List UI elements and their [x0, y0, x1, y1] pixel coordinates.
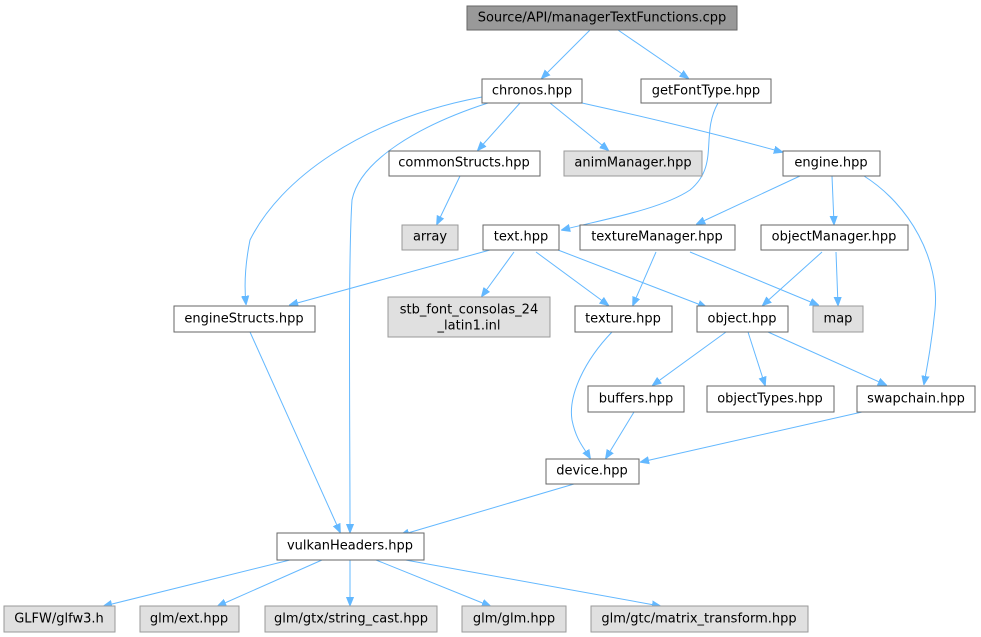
node-map[interactable]: map — [812, 305, 864, 333]
node-enginestructs[interactable]: engineStructs.hpp — [173, 305, 316, 333]
edge-chronos-vulkanheaders — [350, 102, 489, 532]
edge-object-swapchain — [767, 331, 886, 385]
nodes: Source/API/managerTextFunctions.cpp chro… — [3, 5, 976, 633]
node-label: objectTypes.hpp — [717, 392, 823, 407]
node-label: array — [413, 230, 447, 245]
edge-root-chronos — [542, 29, 591, 78]
edges — [104, 29, 937, 606]
node-label: engine.hpp — [794, 156, 867, 171]
node-label: commonStructs.hpp — [398, 156, 529, 171]
edge-buffers-device — [606, 411, 635, 458]
node-label: swapchain.hpp — [867, 392, 965, 407]
node-label: glm/ext.hpp — [150, 612, 228, 627]
edge-engine-swapchain — [863, 175, 937, 384]
edge-text-object — [557, 249, 706, 307]
edge-texturemanager-map — [689, 251, 818, 305]
node-object[interactable]: object.hpp — [696, 305, 789, 333]
node-label: animManager.hpp — [574, 156, 691, 171]
node-engine[interactable]: engine.hpp — [782, 150, 881, 177]
node-chronos[interactable]: chronos.hpp — [481, 78, 583, 104]
node-label: getFontType.hpp — [652, 84, 760, 99]
edge-chronos-commonstructs — [478, 102, 521, 150]
edge-chronos-animmanager — [549, 102, 608, 150]
edge-text-enginestructs — [290, 249, 491, 305]
node-label: textureManager.hpp — [591, 230, 723, 245]
node-vulkanheaders[interactable]: vulkanHeaders.hpp — [276, 532, 425, 561]
node-label: object.hpp — [708, 312, 777, 327]
node-texture[interactable]: texture.hpp — [574, 305, 673, 333]
node-label-line-1: stb_font_consolas_24 — [400, 303, 538, 318]
edge-vulkanheaders-glfw — [104, 558, 295, 606]
node-stb-font[interactable]: stb_font_consolas_24 _latin1.inl — [387, 296, 551, 338]
node-swapchain[interactable]: swapchain.hpp — [856, 385, 976, 413]
edge-engine-texturemanager — [697, 175, 801, 224]
edge-objectmanager-object — [763, 251, 823, 305]
edge-text-texture — [535, 251, 608, 305]
edge-texture-device — [570, 331, 613, 458]
edge-object-objecttypes — [747, 331, 765, 385]
node-label: device.hpp — [556, 464, 628, 479]
node-glm-glm[interactable]: glm/glm.hpp — [461, 605, 567, 633]
node-text[interactable]: text.hpp — [482, 224, 560, 251]
node-label: objectManager.hpp — [772, 230, 897, 245]
node-label: glm/gtx/string_cast.hpp — [274, 612, 428, 627]
edge-vulkanheaders-glmglm — [375, 559, 490, 606]
node-label: buffers.hpp — [599, 392, 673, 407]
node-label: GLFW/glfw3.h — [14, 612, 104, 627]
edge-text-stb — [482, 251, 515, 296]
edge-vulkanheaders-glmmatrix — [399, 558, 660, 606]
node-label: glm/glm.hpp — [473, 612, 555, 627]
node-commonstructs[interactable]: commonStructs.hpp — [388, 150, 541, 177]
edge-vulkanheaders-glmext — [218, 559, 323, 606]
node-glm-ext[interactable]: glm/ext.hpp — [139, 605, 240, 633]
node-label: text.hpp — [494, 230, 549, 245]
edge-chronos-engine — [581, 102, 782, 152]
node-glm-matrix-transform[interactable]: glm/gtc/matrix_transform.hpp — [590, 605, 809, 633]
node-glfw[interactable]: GLFW/glfw3.h — [3, 605, 116, 633]
node-label: glm/gtc/matrix_transform.hpp — [601, 612, 796, 627]
node-getfonttype[interactable]: getFontType.hpp — [640, 78, 772, 104]
node-label: chronos.hpp — [492, 84, 572, 99]
node-objecttypes[interactable]: objectTypes.hpp — [706, 385, 835, 413]
node-objectmanager[interactable]: objectManager.hpp — [760, 224, 909, 251]
node-animmanager[interactable]: animManager.hpp — [563, 150, 703, 177]
edge-root-getfonttype — [617, 29, 688, 78]
edge-swapchain-device — [641, 411, 863, 462]
edge-objectmanager-map — [836, 251, 838, 305]
node-device[interactable]: device.hpp — [545, 458, 640, 485]
node-label: map — [824, 312, 853, 327]
node-glm-string-cast[interactable]: glm/gtx/string_cast.hpp — [264, 605, 438, 633]
node-label: engineStructs.hpp — [184, 312, 303, 327]
node-array[interactable]: array — [401, 224, 459, 251]
edge-object-buffers — [653, 331, 727, 385]
edge-device-vulkanheaders — [401, 483, 575, 535]
edge-enginestructs-vulkanheaders — [249, 331, 340, 532]
edge-commonstructs-array — [437, 175, 461, 224]
node-buffers[interactable]: buffers.hpp — [587, 385, 685, 413]
node-label: texture.hpp — [585, 312, 661, 327]
node-label: Source/API/managerTextFunctions.cpp — [478, 11, 727, 26]
edge-chronos-enginestructs — [245, 96, 483, 304]
edge-getfonttype-text — [562, 102, 719, 230]
node-label-line-2: _latin1.inl — [437, 319, 501, 334]
edge-engine-objectmanager — [832, 175, 834, 224]
node-label: vulkanHeaders.hpp — [287, 539, 413, 554]
edge-texturemanager-texture — [633, 251, 657, 305]
node-texturemanager[interactable]: textureManager.hpp — [579, 224, 736, 251]
node-root-file[interactable]: Source/API/managerTextFunctions.cpp — [466, 5, 738, 31]
